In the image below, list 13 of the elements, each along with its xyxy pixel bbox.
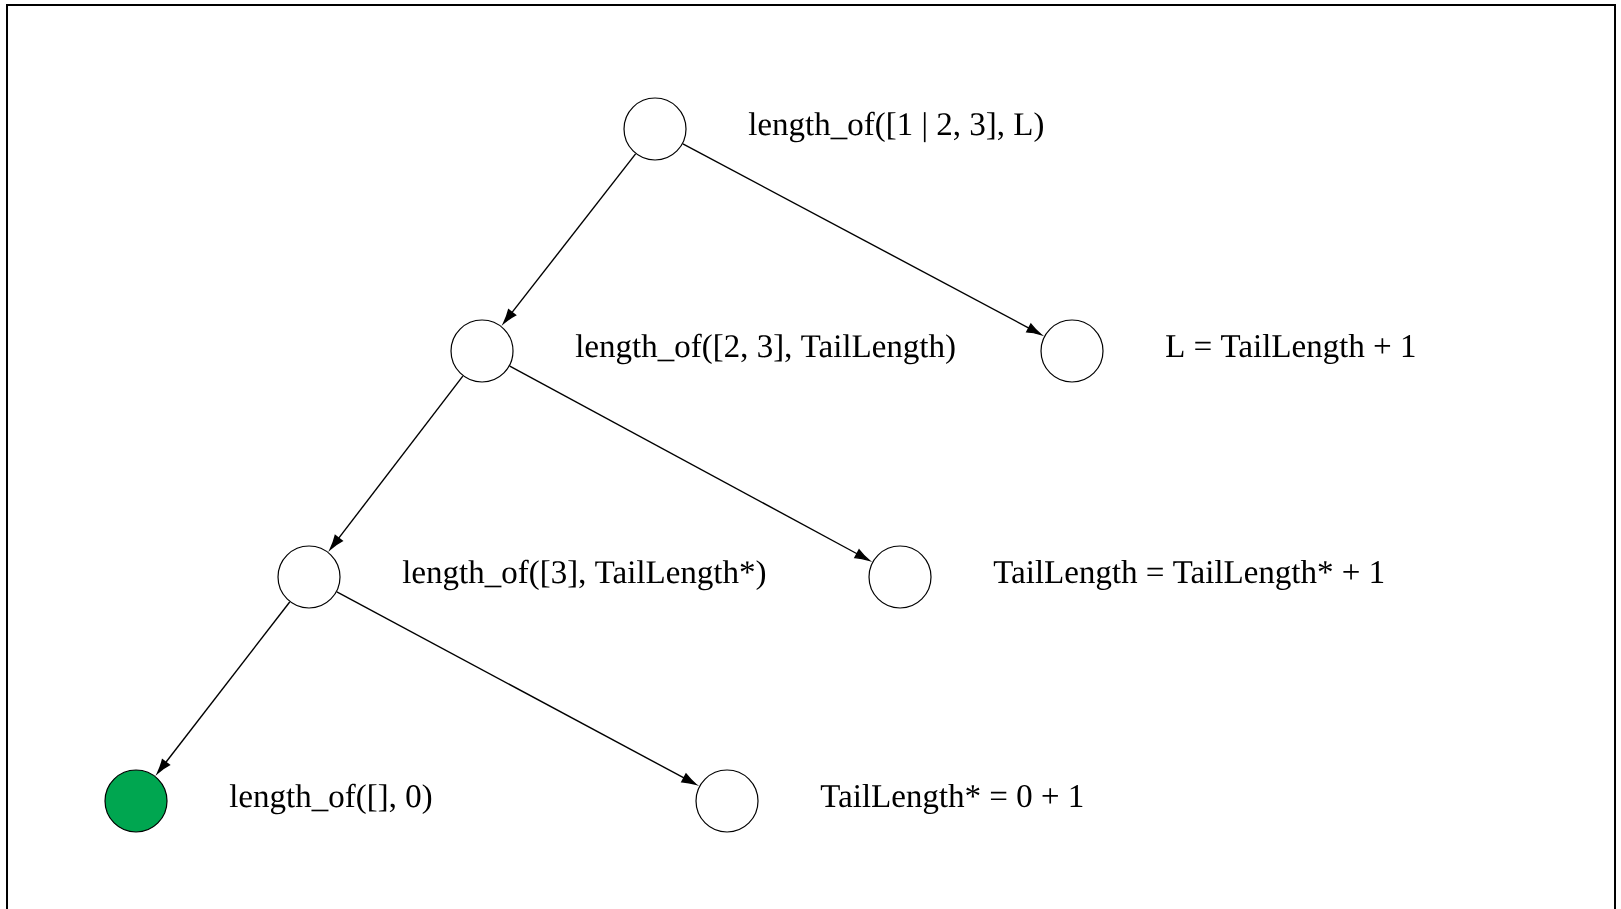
node-label: TailLength = TailLength* + 1 <box>993 560 1384 590</box>
node-label: length_of([], 0) <box>229 783 432 815</box>
node-label: TailLength* = 0 + 1 <box>820 784 1083 814</box>
node-label: L = TailLength + 1 <box>1166 334 1415 364</box>
node-label: length_of([3], TailLength*) <box>402 559 766 591</box>
arrow <box>682 143 1042 336</box>
arrow <box>336 591 697 786</box>
arrow <box>509 365 870 561</box>
node-label: length_of([2, 3], TailLength) <box>575 333 955 365</box>
node-label: length_of([1 | 2, 3], L) <box>748 111 1043 143</box>
arrow <box>502 153 637 324</box>
arrow <box>329 375 464 550</box>
arrow <box>156 601 291 774</box>
